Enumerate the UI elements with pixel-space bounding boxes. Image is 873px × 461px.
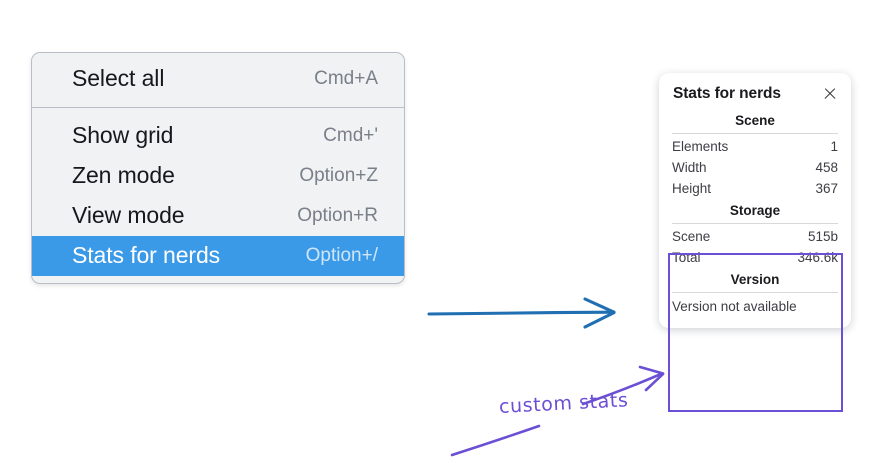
menu-item-stats-for-nerds[interactable]: Stats for nerds Option+/ xyxy=(32,236,404,276)
menu-item-shortcut: Cmd+' xyxy=(323,124,378,146)
menu-item-label: Stats for nerds xyxy=(72,242,221,268)
stat-row: Scene 515b xyxy=(672,226,838,247)
menu-item-zen-mode[interactable]: Zen mode Option+Z xyxy=(32,156,404,196)
blue-arrow-annotation xyxy=(427,297,616,329)
section-heading: Storage xyxy=(729,203,781,218)
custom-stats-annotation-label: custom stats xyxy=(498,389,629,418)
menu-group-1: Select all Cmd+A xyxy=(32,59,404,99)
close-icon[interactable] xyxy=(822,86,838,102)
stat-value: 1 xyxy=(830,139,838,154)
menu-group-2: Show grid Cmd+' Zen mode Option+Z View m… xyxy=(32,116,404,276)
menu-item-label: View mode xyxy=(72,202,185,228)
menu-item-shortcut: Option+R xyxy=(297,204,378,226)
menu-item-label: Select all xyxy=(72,65,165,91)
stat-key: Height xyxy=(672,181,712,196)
menu-item-show-grid[interactable]: Show grid Cmd+' xyxy=(32,116,404,156)
stat-value: 515b xyxy=(807,229,838,244)
stat-key: Elements xyxy=(672,139,729,154)
stats-section-version: Version Version not available xyxy=(659,268,851,316)
stat-value: 367 xyxy=(815,181,838,196)
menu-item-label: Show grid xyxy=(72,122,174,148)
menu-item-label: Zen mode xyxy=(72,162,175,188)
stat-row: Total 346.6k xyxy=(672,247,838,268)
stats-panel-header: Stats for nerds xyxy=(659,83,851,109)
menu-separator xyxy=(32,107,404,108)
stat-value: 458 xyxy=(815,160,838,175)
stat-row: Elements 1 xyxy=(672,136,838,157)
menu-item-select-all[interactable]: Select all Cmd+A xyxy=(32,59,404,99)
stat-key: Scene xyxy=(672,229,711,244)
stats-section-storage: Storage Scene 515b Total 346.6k xyxy=(659,199,851,268)
menu-item-shortcut: Option+Z xyxy=(299,164,378,186)
stat-key: Width xyxy=(672,160,707,175)
stat-row: Height 367 xyxy=(672,178,838,199)
stat-key: Total xyxy=(672,250,701,265)
section-divider xyxy=(672,223,838,224)
stat-row: Width 458 xyxy=(672,157,838,178)
section-divider xyxy=(672,292,838,293)
purple-tail-line xyxy=(450,424,541,457)
section-heading: Scene xyxy=(735,113,775,128)
stats-panel: Stats for nerds Scene Elements 1 Width 4… xyxy=(659,73,851,328)
menu-item-shortcut: Option+/ xyxy=(305,244,378,266)
menu-item-shortcut: Cmd+A xyxy=(314,67,378,89)
version-note: Version not available xyxy=(672,299,797,314)
stats-panel-title: Stats for nerds xyxy=(673,85,781,102)
stat-value: 346.6k xyxy=(797,250,838,265)
menu-item-view-mode[interactable]: View mode Option+R xyxy=(32,196,404,236)
section-divider xyxy=(672,133,838,134)
stats-section-scene: Scene Elements 1 Width 458 Height 367 xyxy=(659,109,851,199)
context-menu[interactable]: Select all Cmd+A Show grid Cmd+' Zen mod… xyxy=(31,52,405,284)
section-heading: Version xyxy=(730,272,780,287)
